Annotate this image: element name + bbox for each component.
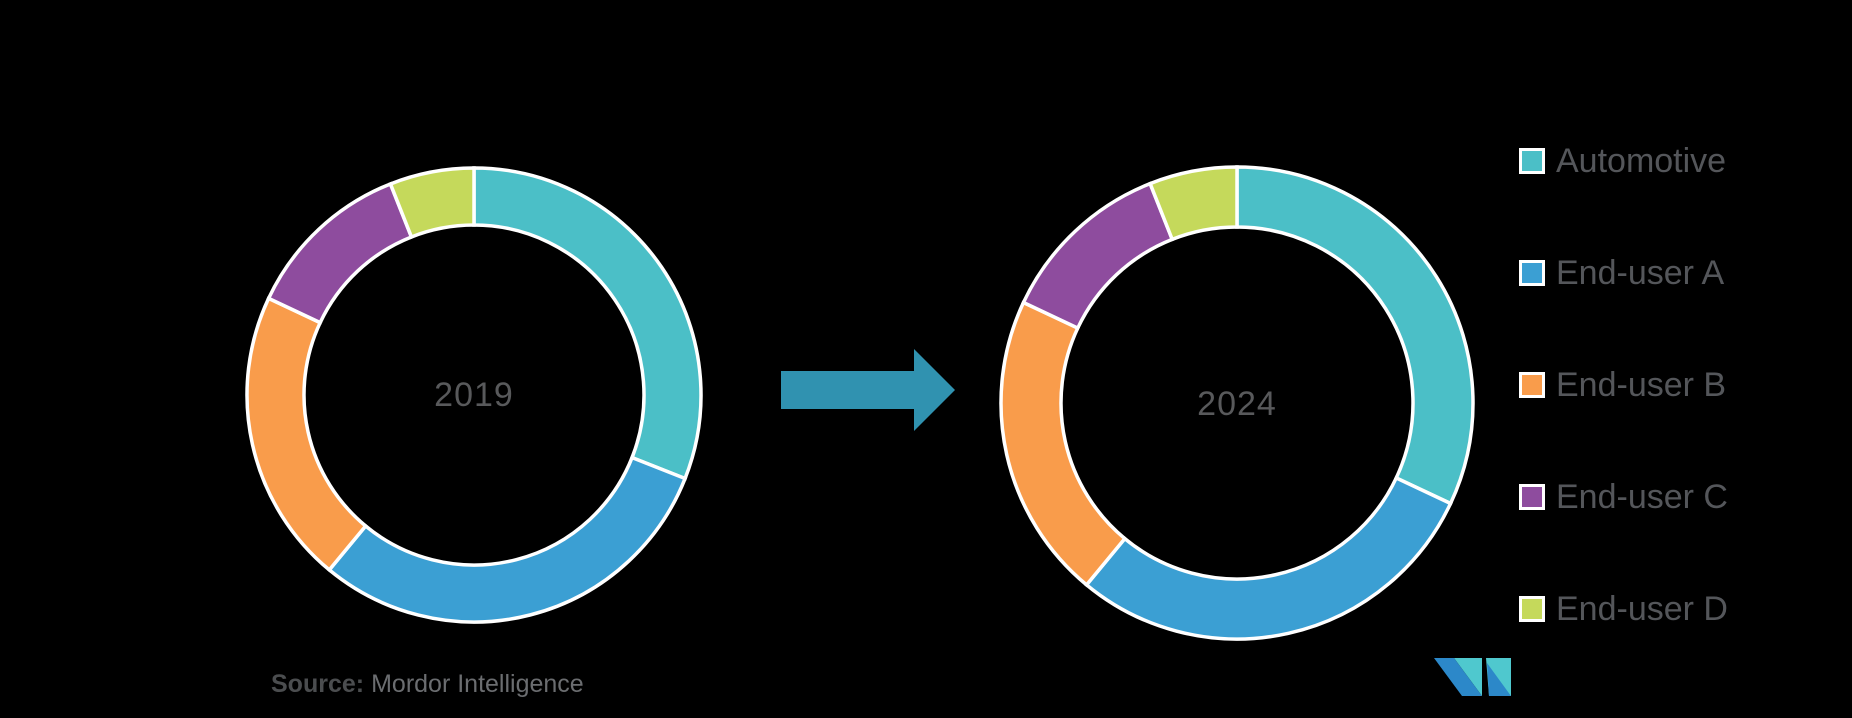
source-note: Source:Mordor Intelligence [271, 670, 584, 699]
arrow-right-shape [781, 349, 955, 431]
segment-2019-end-user-a [326, 455, 688, 624]
segment-2024-end-user-d [1147, 165, 1239, 242]
legend-item-automotive: Automotive [1519, 144, 1728, 178]
segment-2019-end-user-c [266, 181, 414, 325]
legend-swatch-end-user-a [1519, 260, 1545, 286]
legend: Automotive End-user A End-user B End-use… [1519, 144, 1728, 626]
logo-blue-right-shape [1487, 663, 1511, 696]
segment-2024-end-user-c [1021, 181, 1175, 331]
source-value: Mordor Intelligence [371, 670, 584, 698]
donut-center-label-2019: 2019 [434, 376, 514, 414]
mordor-intelligence-logo [1434, 658, 1511, 696]
donut-center-label-2024: 2024 [1197, 385, 1277, 423]
legend-swatch-end-user-d [1519, 596, 1545, 622]
segment-2024-automotive [1235, 165, 1475, 506]
segment-2024-end-user-b [999, 300, 1128, 588]
source-label: Source: [271, 670, 365, 698]
legend-label-end-user-a: End-user A [1556, 254, 1725, 292]
legend-item-end-user-d: End-user D [1519, 592, 1728, 626]
legend-label-end-user-b: End-user B [1556, 366, 1727, 404]
legend-swatch-end-user-b [1519, 372, 1545, 398]
legend-item-end-user-c: End-user C [1519, 480, 1728, 514]
legend-label-automotive: Automotive [1556, 142, 1727, 180]
donut-chart-2024 [999, 165, 1475, 641]
donut-chart-2019 [245, 166, 703, 624]
legend-swatch-end-user-c [1519, 484, 1545, 510]
legend-swatch-automotive [1519, 148, 1545, 174]
segment-2019-end-user-d [388, 166, 476, 240]
segment-2024-end-user-a [1084, 475, 1453, 641]
legend-label-end-user-d: End-user D [1556, 590, 1728, 628]
segment-2019-end-user-b [245, 296, 369, 573]
segment-2019-automotive [472, 166, 703, 481]
legend-label-end-user-c: End-user C [1556, 478, 1728, 516]
logo-blue-left-shape [1434, 658, 1482, 696]
arrow-right-icon [781, 349, 955, 431]
legend-item-end-user-a: End-user A [1519, 256, 1728, 290]
legend-item-end-user-b: End-user B [1519, 368, 1728, 402]
